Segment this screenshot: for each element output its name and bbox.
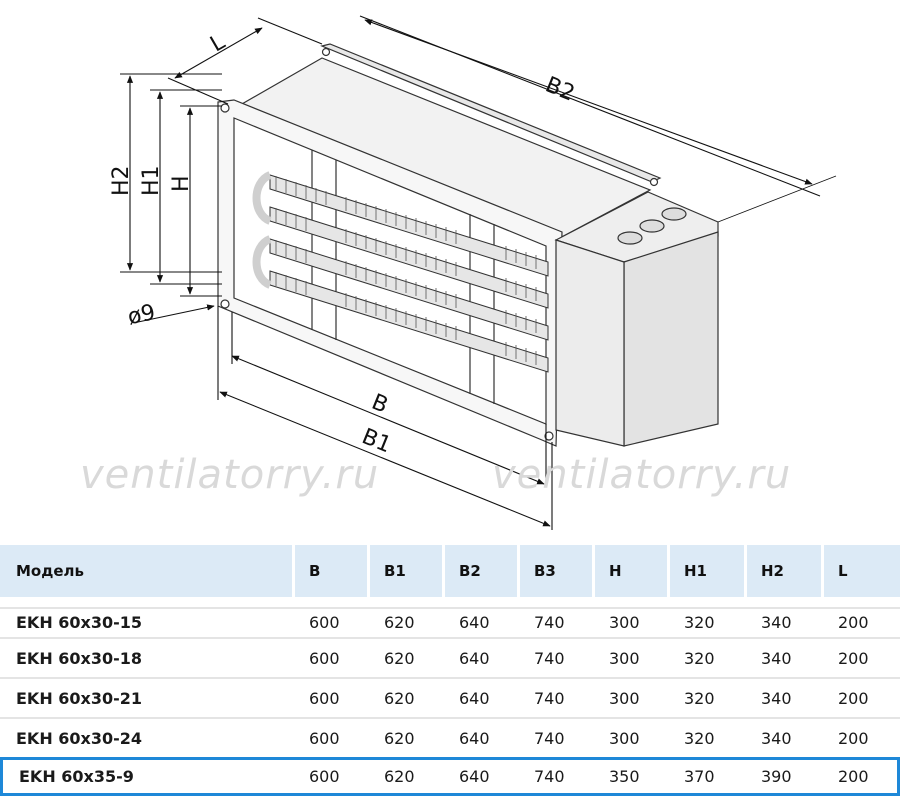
cell: 200 [824,597,900,637]
cell: 200 [824,717,900,757]
cell: 640 [445,677,520,717]
table-row-highlighted: EKH 60x35-9 600 620 640 740 350 370 390 … [0,757,900,796]
dim-label-hole: ø9 [126,300,158,330]
dim-label-B: B [368,390,391,419]
header-b2: B2 [445,545,520,597]
header-b: B [295,545,370,597]
cell: 200 [824,677,900,717]
cell: 320 [670,637,747,677]
dim-label-B1: B1 [358,424,394,458]
cell: 340 [747,677,824,717]
table-row: EKH 60x30-21 600 620 640 740 300 320 340… [0,677,900,717]
cell-model: EKH 60x30-24 [0,717,295,757]
heating-elements [252,171,549,373]
dim-label-L: L [206,29,230,57]
dimensions-table: Модель B B1 B2 B3 H H1 H2 L EKH 60x30-15… [0,545,900,796]
table-row: EKH 60x30-24 600 620 640 740 300 320 340… [0,717,900,757]
cell: 320 [670,717,747,757]
cell: 340 [747,597,824,637]
cell: 600 [295,757,370,796]
cell: 300 [595,637,670,677]
cell: 620 [370,757,445,796]
cell: 350 [595,757,670,796]
cell: 640 [445,717,520,757]
cell: 640 [445,597,520,637]
cell: 620 [370,717,445,757]
cell: 600 [295,637,370,677]
header-b1: B1 [370,545,445,597]
cell: 640 [445,757,520,796]
cell: 600 [295,597,370,637]
cell-model: EKH 60x30-21 [0,677,295,717]
header-h2: H2 [747,545,824,597]
table-row: EKH 60x30-18 600 620 640 740 300 320 340… [0,637,900,677]
cell: 620 [370,597,445,637]
header-h: H [595,545,670,597]
cell: 740 [520,677,595,717]
cell: 300 [595,677,670,717]
cell: 320 [670,677,747,717]
header-b3: B3 [520,545,595,597]
cell-model: EKH 60x30-18 [0,637,295,677]
cell: 600 [295,677,370,717]
cell: 340 [747,717,824,757]
cell: 340 [747,637,824,677]
cell: 620 [370,637,445,677]
cell: 740 [520,757,595,796]
dim-label-H: H [169,175,194,192]
dim-label-B2: B2 [542,73,578,107]
cell: 320 [670,597,747,637]
cell: 300 [595,597,670,637]
dim-label-H1: H1 [139,165,164,196]
header-h1: H1 [670,545,747,597]
cell-model: EKH 60x30-15 [0,597,295,637]
cell: 370 [670,757,747,796]
dim-label-H2: H2 [109,165,134,196]
header-l: L [824,545,900,597]
table-header-row: Модель B B1 B2 B3 H H1 H2 L [0,545,900,597]
heater-technical-drawing: L B2 H2 H1 H B B1 ø9 [109,15,837,530]
cell: 740 [520,637,595,677]
cell: 390 [747,757,824,796]
cell-model: EKH 60x35-9 [0,757,295,796]
cell: 600 [295,717,370,757]
cell: 740 [520,717,595,757]
cell: 740 [520,597,595,637]
cell: 300 [595,717,670,757]
table-row: EKH 60x30-15 600 620 640 740 300 320 340… [0,597,900,637]
cell: 200 [824,757,900,796]
cell: 200 [824,637,900,677]
header-model: Модель [0,545,295,597]
cell: 640 [445,637,520,677]
cell: 620 [370,677,445,717]
